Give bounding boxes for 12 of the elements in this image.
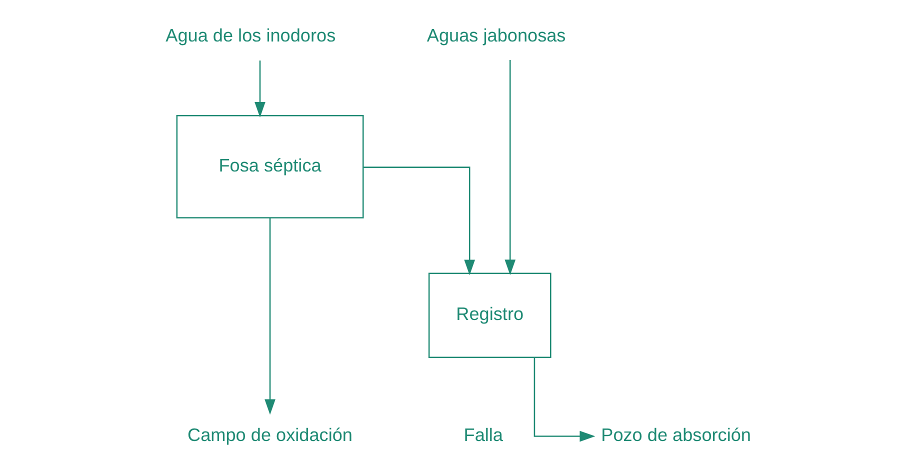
node-box: Registro bbox=[428, 272, 551, 358]
node-box: Fosa séptica bbox=[176, 114, 364, 218]
arrow bbox=[254, 60, 265, 118]
node-text: Agua de los inodoros bbox=[165, 25, 336, 46]
arrow bbox=[504, 60, 516, 276]
node-text: Pozo de absorción bbox=[600, 425, 751, 446]
arrow bbox=[264, 218, 275, 415]
node-text: Aguas jabonosas bbox=[426, 25, 566, 46]
arrow bbox=[362, 166, 475, 276]
arrow bbox=[533, 358, 595, 442]
node-text: Campo de oxidación bbox=[187, 425, 352, 446]
label: Falla bbox=[463, 425, 502, 446]
